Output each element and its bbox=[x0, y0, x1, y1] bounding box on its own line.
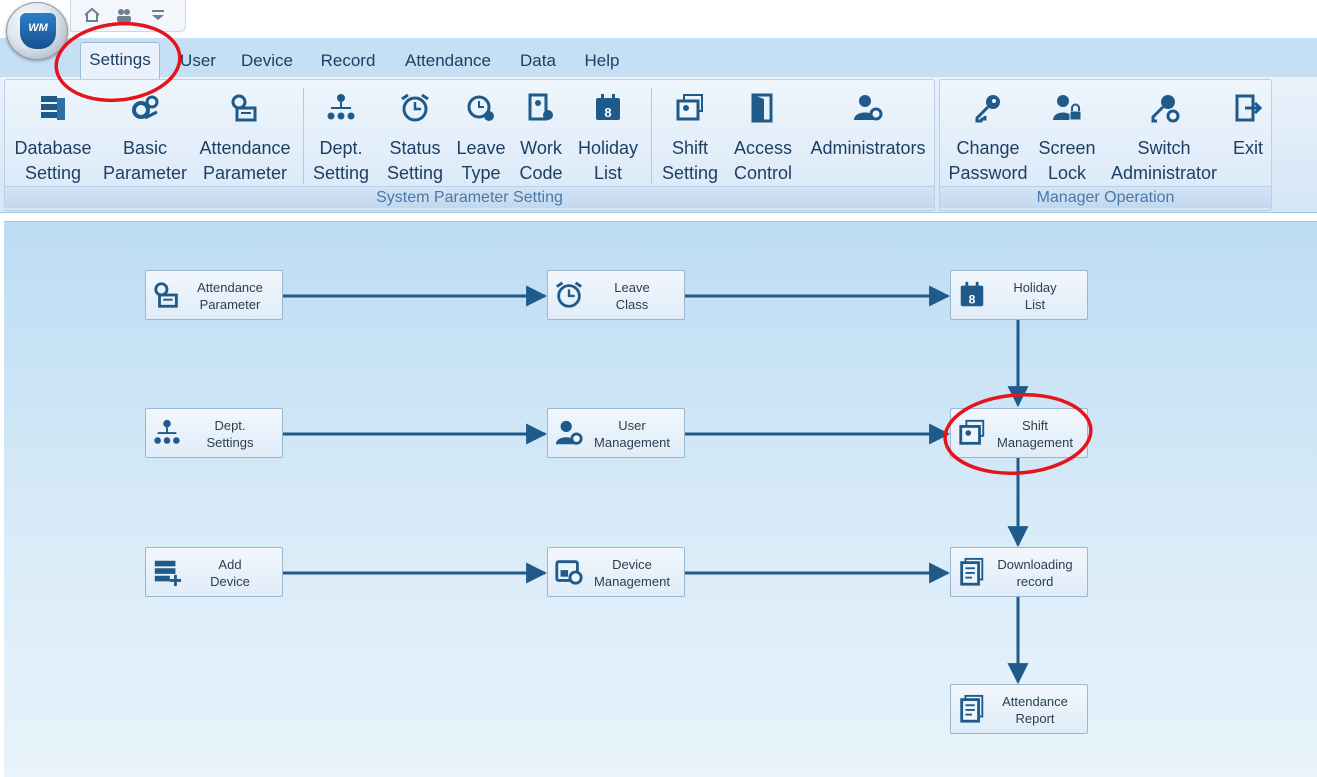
work-code-button[interactable]: Work Code bbox=[513, 88, 569, 184]
status-setting-button[interactable]: Status Setting bbox=[383, 88, 447, 184]
ribbon: System Parameter Setting Database Settin… bbox=[0, 77, 1317, 213]
app-logo-text: WM bbox=[20, 13, 56, 49]
tab-settings[interactable]: Settings bbox=[80, 42, 160, 79]
system-parameter-group: System Parameter Setting Database Settin… bbox=[4, 79, 935, 211]
change-password-label: Change Password bbox=[948, 138, 1028, 183]
node-label: Shift Management bbox=[997, 418, 1073, 450]
tab-help[interactable]: Help bbox=[584, 51, 620, 70]
holiday-list-button[interactable]: 8 Holiday List bbox=[573, 88, 643, 184]
tab-data[interactable]: Data bbox=[520, 51, 556, 70]
database-setting-label: Database Setting bbox=[14, 138, 92, 183]
node-holiday-list[interactable]: 8 Holiday List bbox=[950, 270, 1088, 320]
administrators-label: Administrators bbox=[810, 138, 926, 158]
administrators-button[interactable]: Administrators bbox=[805, 88, 931, 184]
tab-user[interactable]: User bbox=[180, 51, 216, 70]
node-downloading-record[interactable]: Downloading record bbox=[950, 547, 1088, 597]
switch-key-icon bbox=[1148, 92, 1180, 124]
leave-type-button[interactable]: Leave Type bbox=[453, 88, 509, 184]
admin-icon bbox=[554, 418, 584, 448]
database-icon bbox=[37, 92, 69, 124]
door-icon bbox=[747, 92, 779, 124]
alarm-clock-icon bbox=[554, 280, 584, 310]
holiday-list-label: Holiday List bbox=[577, 138, 639, 183]
basic-parameter-label: Basic Parameter bbox=[102, 138, 188, 183]
dropdown-icon[interactable] bbox=[149, 6, 171, 26]
org-chart-icon bbox=[325, 92, 357, 124]
calendar-icon: 8 bbox=[957, 280, 987, 310]
exit-button[interactable]: Exit bbox=[1226, 88, 1270, 184]
home-icon[interactable] bbox=[83, 6, 105, 26]
quick-access-toolbar bbox=[70, 0, 186, 32]
status-setting-label: Status Setting bbox=[386, 138, 444, 183]
access-control-label: Access Control bbox=[733, 138, 793, 183]
node-label: Dept. Settings bbox=[206, 418, 254, 450]
basic-parameter-button[interactable]: Basic Parameter bbox=[101, 88, 189, 184]
users-icon[interactable] bbox=[115, 6, 137, 26]
node-label: Add Device bbox=[210, 557, 250, 589]
attendance-parameter-icon bbox=[152, 280, 182, 310]
device-gear-icon bbox=[554, 557, 584, 587]
node-label: Attendance Report bbox=[1002, 694, 1068, 726]
work-code-label: Work Code bbox=[519, 138, 563, 183]
system-parameter-group-label: System Parameter Setting bbox=[5, 186, 934, 208]
app-logo-button[interactable]: WM bbox=[6, 2, 68, 60]
node-label: Device Management bbox=[594, 557, 670, 589]
calendar-icon: 8 bbox=[592, 92, 624, 124]
node-dept-settings[interactable]: Dept. Settings bbox=[145, 408, 283, 458]
node-user-management[interactable]: User Management bbox=[547, 408, 685, 458]
node-shift-management[interactable]: Shift Management bbox=[950, 408, 1088, 458]
attendance-parameter-icon bbox=[229, 92, 261, 124]
menu-bar: Settings User Device Record Attendance D… bbox=[0, 38, 1317, 79]
tab-attendance[interactable]: Attendance bbox=[404, 51, 491, 70]
key-icon bbox=[972, 92, 1004, 124]
shift-setting-label: Shift Setting bbox=[661, 138, 719, 183]
exit-label: Exit bbox=[1232, 138, 1263, 158]
screen-lock-button[interactable]: Screen Lock bbox=[1036, 88, 1098, 184]
change-password-button[interactable]: Change Password bbox=[946, 88, 1030, 184]
dept-setting-button[interactable]: Dept. Setting bbox=[309, 88, 373, 184]
node-label: User Management bbox=[594, 418, 670, 450]
database-setting-button[interactable]: Database Setting bbox=[11, 88, 95, 184]
node-label: Downloading record bbox=[997, 557, 1073, 589]
node-attendance-report[interactable]: Attendance Report bbox=[950, 684, 1088, 734]
org-chart-icon bbox=[152, 418, 182, 448]
admin-icon bbox=[852, 92, 884, 124]
shift-icon bbox=[674, 92, 706, 124]
title-bar bbox=[0, 0, 1317, 38]
leave-clock-icon bbox=[465, 92, 497, 124]
manager-operation-group: Manager Operation Change Password Screen… bbox=[939, 79, 1272, 211]
report-icon bbox=[957, 694, 987, 724]
ribbon-separator bbox=[303, 88, 304, 184]
svg-text:8: 8 bbox=[604, 105, 611, 120]
work-code-icon bbox=[525, 92, 557, 124]
node-attendance-parameter[interactable]: Attendance Parameter bbox=[145, 270, 283, 320]
access-control-button[interactable]: Access Control bbox=[729, 88, 797, 184]
document-icon bbox=[957, 557, 987, 587]
attendance-parameter-button[interactable]: Attendance Parameter bbox=[195, 88, 295, 184]
shift-icon bbox=[957, 418, 987, 448]
tab-device[interactable]: Device bbox=[241, 51, 293, 70]
svg-text:8: 8 bbox=[969, 292, 976, 306]
add-device-icon bbox=[152, 557, 182, 587]
manager-operation-group-label: Manager Operation bbox=[940, 186, 1271, 208]
user-lock-icon bbox=[1051, 92, 1083, 124]
node-device-management[interactable]: Device Management bbox=[547, 547, 685, 597]
leave-type-label: Leave Type bbox=[456, 138, 506, 183]
dept-setting-label: Dept. Setting bbox=[312, 138, 370, 183]
alarm-clock-icon bbox=[399, 92, 431, 124]
tab-record[interactable]: Record bbox=[320, 51, 376, 70]
switch-administrator-button[interactable]: Switch Administrator bbox=[1106, 88, 1222, 184]
switch-administrator-label: Switch Administrator bbox=[1110, 138, 1218, 183]
shift-setting-button[interactable]: Shift Setting bbox=[659, 88, 721, 184]
exit-icon bbox=[1232, 92, 1264, 124]
node-add-device[interactable]: Add Device bbox=[145, 547, 283, 597]
node-label: Leave Class bbox=[614, 280, 650, 312]
attendance-parameter-label: Attendance Parameter bbox=[199, 138, 291, 183]
ribbon-separator bbox=[651, 88, 652, 184]
node-leave-class[interactable]: Leave Class bbox=[547, 270, 685, 320]
node-label: Holiday List bbox=[1013, 280, 1057, 312]
gears-icon bbox=[129, 92, 161, 124]
node-label: Attendance Parameter bbox=[197, 280, 263, 312]
screen-lock-label: Screen Lock bbox=[1038, 138, 1096, 183]
